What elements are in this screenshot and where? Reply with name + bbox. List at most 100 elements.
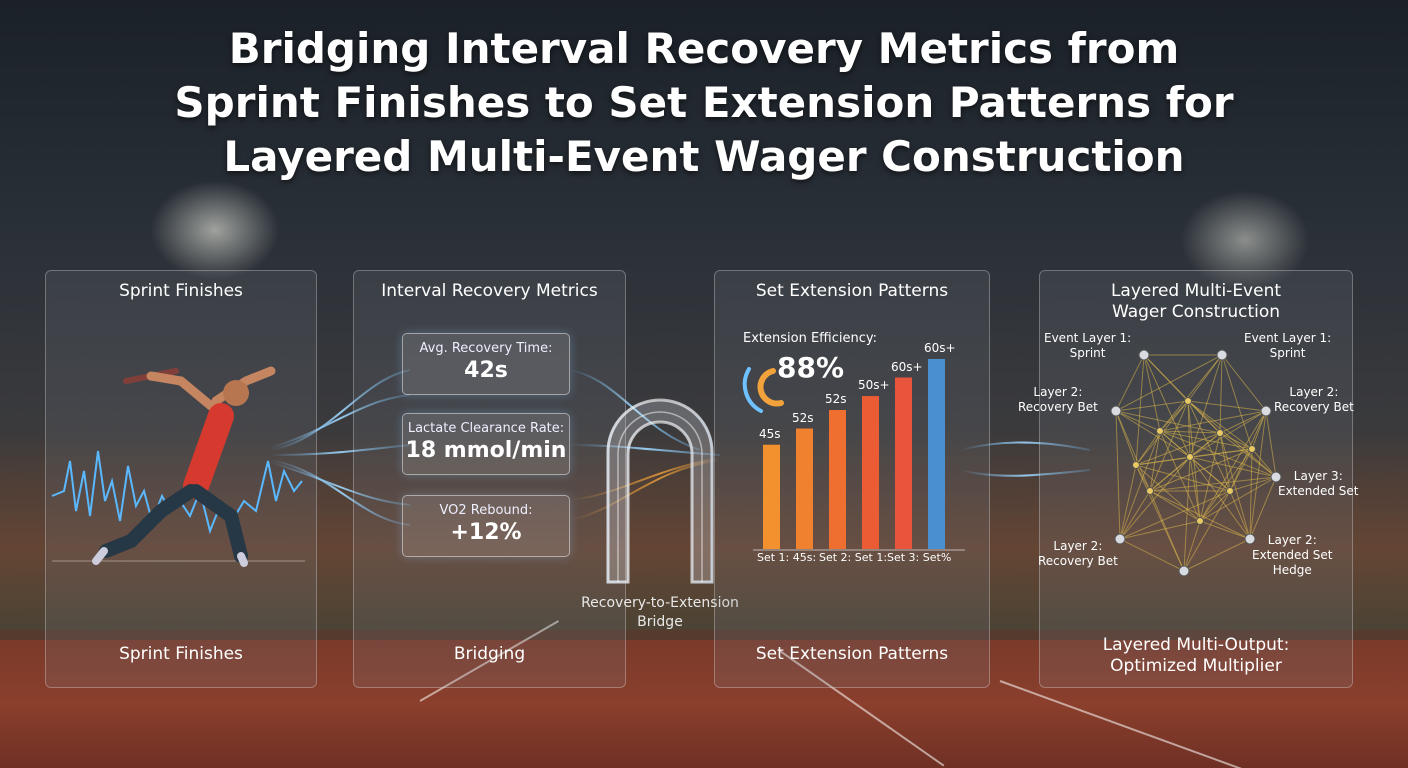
network-node	[1146, 487, 1154, 495]
x-tick-label: Set 3: Set%	[887, 551, 952, 564]
network-edge	[1115, 410, 1151, 492]
network-edge	[1149, 490, 1201, 522]
network-edge	[1187, 354, 1223, 402]
network-edge	[1219, 354, 1223, 434]
panel-wager-construction: Layered Multi-Event Wager Construction E…	[1018, 270, 1359, 688]
stream-extension-to-wager	[959, 441, 1091, 477]
network-edge	[1119, 490, 1151, 540]
title-line-3: Layered Multi-Event Wager Construction	[223, 132, 1185, 181]
network-edge	[1115, 410, 1137, 466]
network-edge	[1189, 354, 1223, 458]
node-label-recovery-bottom: Layer 2: Recovery Bet	[1038, 539, 1118, 569]
network-node	[1110, 405, 1122, 417]
network-edge	[1119, 520, 1201, 540]
network-edge	[1149, 490, 1251, 540]
network-node	[1132, 461, 1140, 469]
node-label-line: Layer 2:	[1053, 539, 1103, 553]
network-edge	[1229, 490, 1251, 540]
network-edge	[1119, 490, 1231, 540]
efficiency-gauge-icon	[742, 367, 784, 413]
network-edge	[1199, 448, 1253, 522]
panel-recovery-footer: Bridging	[453, 644, 526, 664]
bar-5	[895, 377, 912, 549]
stream-sprint-to-recovery	[269, 369, 411, 526]
network-edge	[1249, 448, 1253, 540]
title-line-2: Sprint Finishes to Set Extension Pattern…	[174, 78, 1234, 127]
node-label-line: Sprint	[1069, 346, 1106, 360]
bridge-arch-icon	[606, 398, 714, 584]
running-track	[0, 640, 1408, 768]
network-edge	[1119, 464, 1137, 540]
network-edge	[1199, 410, 1267, 522]
network-node	[1186, 453, 1194, 461]
bridge-label-line-1: Recovery-to-Extension	[581, 595, 739, 611]
panel-wager-header-line-2: Wager Construction	[1111, 302, 1281, 322]
node-label-line: Recovery Bet	[1038, 554, 1118, 568]
network-edge	[1199, 490, 1231, 522]
node-label-line: Hedge	[1272, 563, 1312, 577]
metric-value: 18 mmol/min	[405, 438, 567, 463]
network-edge	[1183, 490, 1231, 572]
network-edge	[1143, 354, 1189, 402]
panel-sprint-footer: Sprint Finishes	[119, 644, 243, 664]
bar-value-label: 52s	[825, 391, 847, 406]
panel-sprint-header: Sprint Finishes	[119, 281, 243, 301]
node-label-extended-set: Layer 3: Extended Set	[1278, 469, 1359, 499]
node-label-line: Layer 3:	[1293, 469, 1343, 483]
node-label-line: Layer 2:	[1289, 385, 1339, 399]
network-edge	[1265, 410, 1277, 478]
network-edge	[1115, 354, 1223, 412]
metric-vo2-rebound: VO2 Rebound: +12%	[402, 495, 570, 557]
panel-wager-header-line-1: Layered Multi-Event	[1110, 281, 1282, 301]
metric-label: Lactate Clearance Rate:	[407, 421, 565, 436]
stadium-light-left	[150, 180, 280, 280]
efficiency-label: Extension Efficiency:	[743, 331, 878, 346]
network-node	[1216, 429, 1224, 437]
network-edge	[1187, 400, 1253, 450]
network-edge	[1135, 464, 1185, 572]
network-node	[1184, 397, 1192, 405]
network-edge	[1115, 354, 1145, 412]
network-node	[1114, 533, 1126, 545]
metric-lactate-clearance: Lactate Clearance Rate: 18 mmol/min	[402, 413, 570, 475]
panel-extension-header: Set Extension Patterns	[755, 281, 949, 301]
panel-wager-footer-line-1: Layered Multi-Output:	[1102, 635, 1290, 655]
network-edge	[1199, 476, 1277, 522]
bar-3	[829, 409, 846, 549]
network-node	[1196, 517, 1204, 525]
bar-value-label: 52s	[792, 410, 814, 425]
network-edge	[1189, 456, 1201, 522]
stadium-light-right	[1180, 190, 1310, 290]
network-edge	[1115, 410, 1161, 432]
node-label-event-layer-left: Event Layer 1: Sprint	[1044, 331, 1131, 361]
network-edge	[1149, 400, 1189, 492]
network-edge	[1187, 400, 1201, 522]
network-node	[1270, 471, 1282, 483]
network-node	[1244, 533, 1256, 545]
bar-value-label: 50s+	[858, 378, 890, 393]
node-label-line: Sprint	[1269, 346, 1306, 360]
network-edge	[1189, 456, 1277, 478]
set-extension-bar-chart	[753, 359, 965, 551]
network-edge	[1183, 538, 1251, 572]
network-edge	[1135, 464, 1201, 522]
metric-label: VO2 Rebound:	[439, 503, 533, 518]
node-label-line: Event Layer 1:	[1244, 331, 1332, 345]
network-edge	[1251, 448, 1277, 478]
network-edge	[1149, 430, 1161, 492]
network-edge	[1249, 410, 1267, 540]
node-label-line: Event Layer 1:	[1044, 331, 1132, 345]
network-edge	[1115, 400, 1189, 412]
network-edge	[1187, 400, 1231, 492]
bar-6	[928, 359, 945, 549]
network-edge	[1219, 410, 1267, 434]
node-label-extended-hedge: Layer 2: Extended Set Hedge	[1252, 533, 1333, 578]
node-label-event-layer-right: Event Layer 1: Sprint	[1244, 331, 1331, 361]
panel-wager-footer: Layered Multi-Output: Optimized Multipli…	[1040, 635, 1352, 677]
node-label-recovery-right: Layer 2: Recovery Bet	[1274, 385, 1354, 415]
bar-4	[862, 396, 879, 549]
network-edge	[1135, 354, 1145, 466]
network-edge	[1149, 448, 1253, 492]
panel-set-extension: Set Extension Patterns Extension Efficie…	[714, 270, 990, 688]
